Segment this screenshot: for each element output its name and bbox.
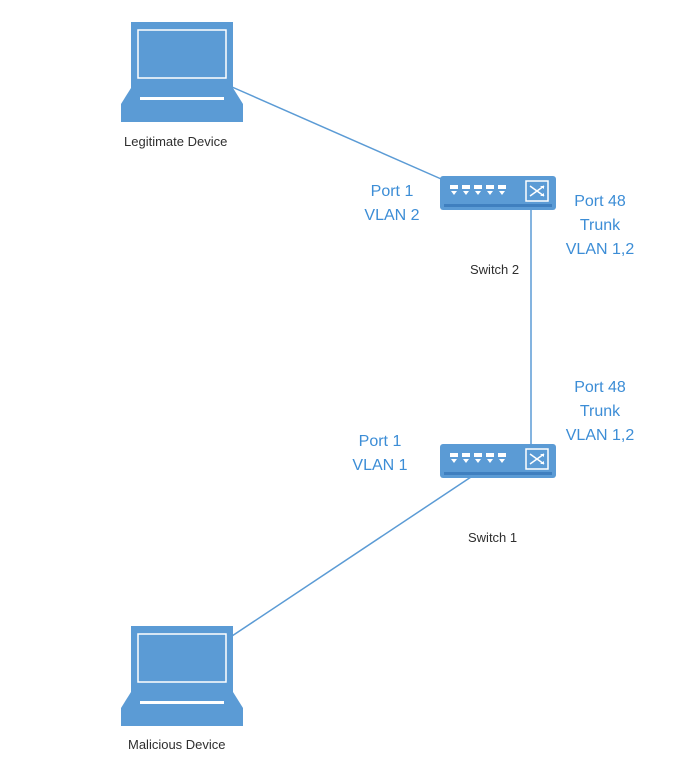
switch2-port1-label: Port 1 VLAN 2: [360, 180, 424, 228]
port-vlan: VLAN 1,2: [565, 241, 635, 258]
switch2-port48-label: Port 48 Trunk VLAN 1,2: [560, 190, 640, 262]
port-vlan: VLAN 1: [352, 457, 408, 474]
port-mode: Trunk: [579, 217, 621, 234]
network-switch-icon: [440, 444, 556, 478]
port-name: Port 48: [574, 379, 626, 396]
port-vlan: VLAN 2: [364, 207, 420, 224]
legitimate-device-label: Legitimate Device: [124, 134, 228, 149]
switch-2-label: Switch 2: [470, 262, 520, 277]
switch1-port1-label: Port 1 VLAN 1: [348, 430, 412, 478]
malicious-device-label: Malicious Device: [128, 737, 226, 752]
port-mode: Trunk: [579, 403, 621, 420]
port-name: Port 1: [370, 183, 414, 200]
laptop-icon: [121, 22, 243, 122]
port-vlan: VLAN 1,2: [565, 427, 635, 444]
laptop-icon: [121, 626, 243, 726]
link-switch1-to-malicious: [231, 474, 475, 637]
network-switch-icon: [440, 176, 556, 210]
port-name: Port 48: [574, 193, 626, 210]
port-name: Port 1: [358, 433, 402, 450]
switch1-port48-label: Port 48 Trunk VLAN 1,2: [560, 376, 640, 448]
switch-1-label: Switch 1: [468, 530, 518, 545]
link-legitimate-to-switch2: [231, 86, 449, 183]
